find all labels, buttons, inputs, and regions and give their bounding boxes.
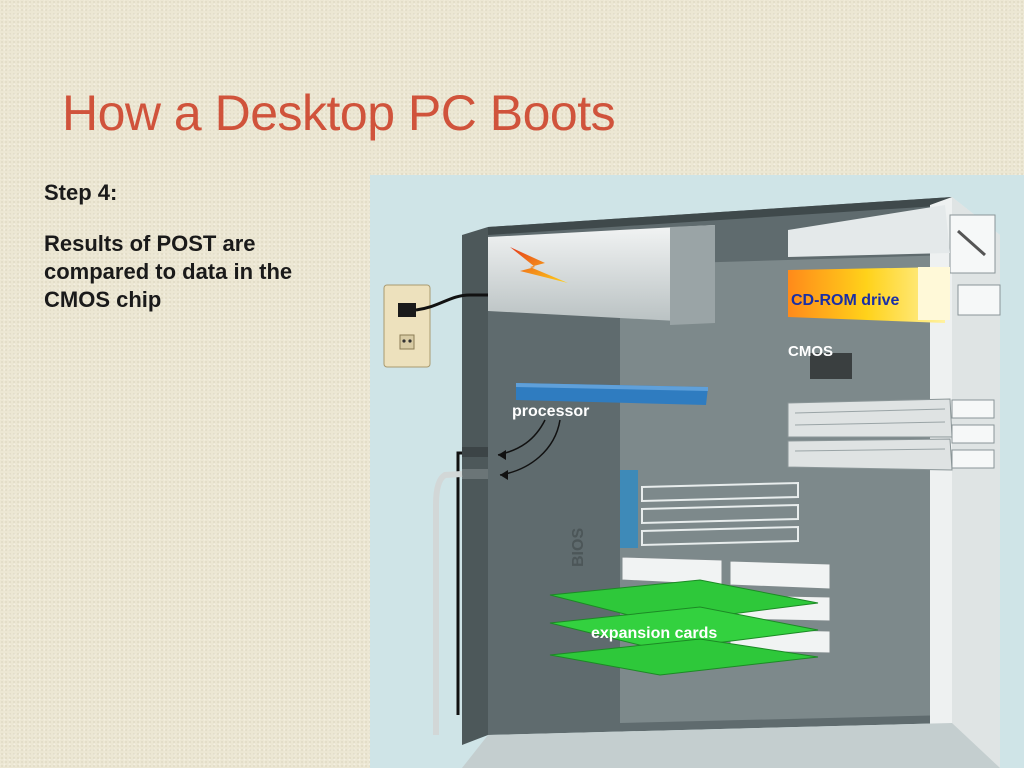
bios-chip: BIOS [570, 470, 638, 567]
bios-label: BIOS [570, 528, 587, 567]
wall-outlet [383, 284, 431, 368]
expansion-cards: expansion cards [549, 579, 819, 676]
pc-case-diagram: CD-ROM drive CMOS processor [370, 175, 1024, 768]
cmos-chip: CMOS [788, 343, 852, 379]
memory-slots [641, 481, 799, 547]
power-supply [488, 225, 715, 325]
hard-drive-bays [787, 398, 953, 471]
processor: processor [512, 383, 708, 420]
slide-title: How a Desktop PC Boots [62, 85, 616, 141]
expansion-card [549, 606, 819, 651]
expansion-card [549, 638, 819, 676]
drive-bays [949, 214, 1001, 469]
power-plug-icon [398, 303, 416, 317]
step-label: Step 4: [44, 180, 118, 205]
cmos-label: CMOS [788, 343, 833, 360]
pc-case [462, 197, 1000, 768]
step-description: Results of POST are compared to data in … [44, 231, 293, 312]
cdrom-drive: CD-ROM drive [788, 205, 950, 323]
rear-ports [433, 447, 488, 735]
power-bolt-icon [510, 247, 568, 283]
power-cord [415, 293, 488, 312]
expansion-cards-label: expansion cards [591, 625, 717, 642]
processor-arrows [497, 419, 561, 480]
expansion-card [549, 579, 819, 624]
processor-label: processor [512, 403, 589, 420]
cdrom-label: CD-ROM drive [791, 292, 900, 309]
